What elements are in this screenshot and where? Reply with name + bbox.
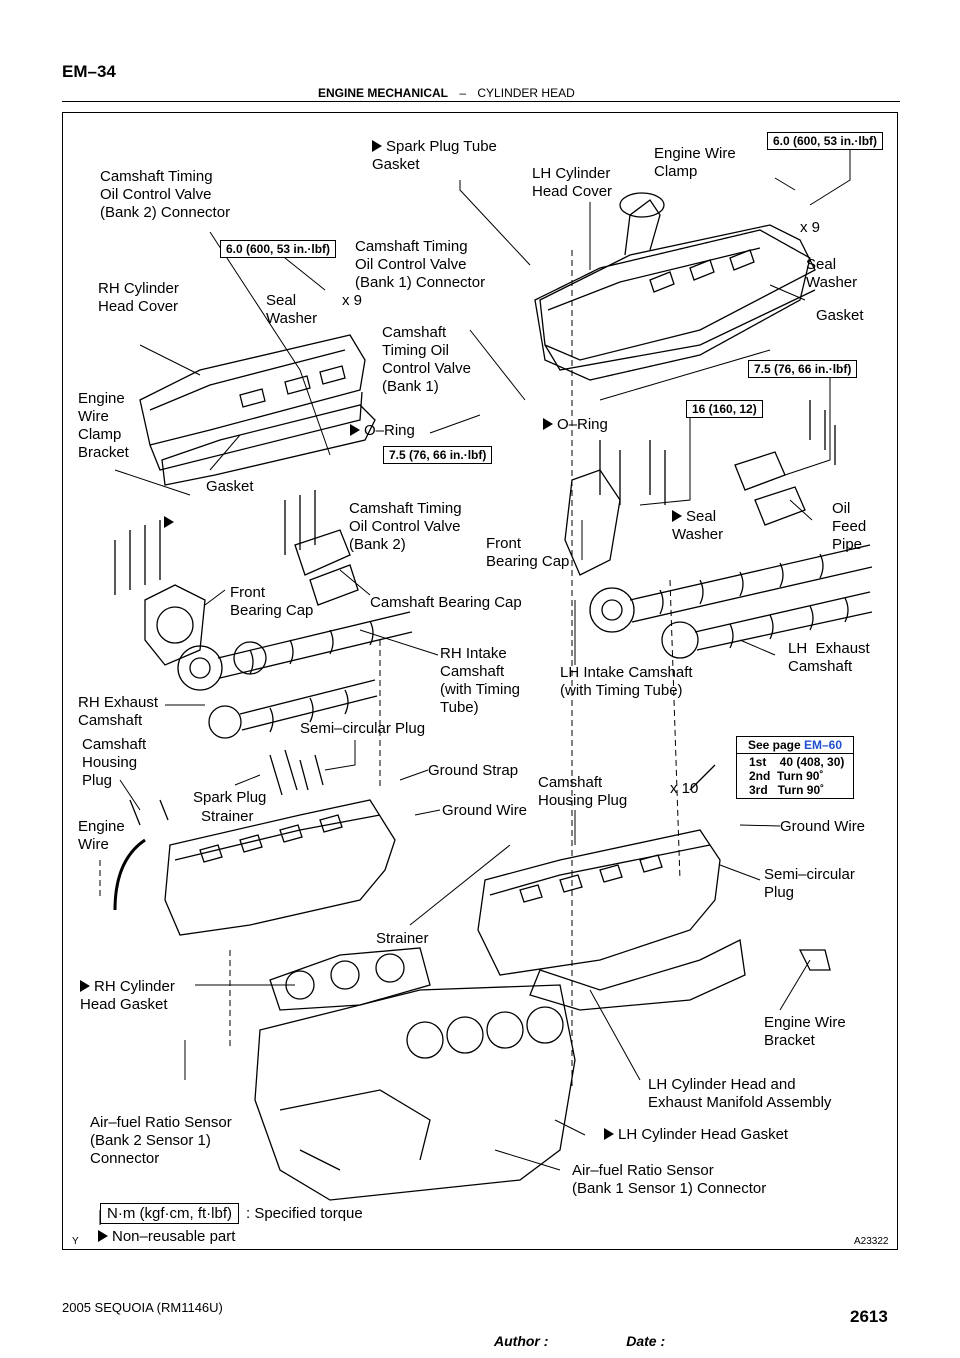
label-text: RH Cylinder Head Gasket <box>80 978 175 1013</box>
label-text: O–Ring <box>557 416 608 433</box>
label-semi-circular-plug-right: Semi–circular Plug <box>764 866 855 901</box>
label-cam-timing-bank2-connector: Camshaft Timing Oil Control Valve (Bank … <box>100 168 231 221</box>
label-x9-left: x 9 <box>342 292 363 309</box>
label-strainer-mid: Strainer <box>376 930 429 947</box>
non-reusable-marker-icon <box>372 140 382 152</box>
non-reusable-marker-icon <box>80 980 90 992</box>
label-semi-circular-plug-left: Semi–circular Plug <box>300 720 426 737</box>
label-cam-timing-bank2: Camshaft Timing Oil Control Valve (Bank … <box>349 500 462 553</box>
label-lh-intake-camshaft: LH Intake Camshaft (with Timing Tube) <box>560 664 693 699</box>
see-page-header: See page EM–60 <box>737 737 853 754</box>
non-reusable-marker-icon <box>672 510 682 522</box>
non-reusable-marker-icon <box>543 418 553 430</box>
label-spark-plug-tube-gasket: Spark Plug Tube Gasket <box>372 138 497 174</box>
label-rh-cylinder-head-cover: RH Cylinder Head Cover <box>98 280 179 315</box>
label-oil-feed-pipe: Oil Feed Pipe <box>832 500 867 553</box>
label-rh-cylinder-head-gasket: RH Cylinder Head Gasket <box>80 978 175 1014</box>
label-cam-timing-bank1-connector: Camshaft Timing Oil Control Valve (Bank … <box>355 238 486 291</box>
label-ground-strap: Ground Strap <box>428 762 519 779</box>
section-sub: CYLINDER HEAD <box>477 86 575 100</box>
torque-spec-engine-wire-clamp: 6.0 (600, 53 in.·lbf) <box>767 132 884 150</box>
non-reusable-marker-icon <box>350 424 360 436</box>
label-lh-cylinder-head-cover: LH Cylinder Head Cover <box>532 165 613 200</box>
label-oring-left: O–Ring <box>350 422 415 440</box>
label-lh-cylinder-head-gasket: LH Cylinder Head Gasket <box>604 1126 788 1144</box>
label-engine-wire-clamp-bracket: Engine Wire Clamp Bracket <box>78 390 129 461</box>
footer-author-date: Author : Date : <box>494 1333 666 1349</box>
label-text: O–Ring <box>364 422 415 439</box>
corner-mark: Y <box>72 1236 79 1247</box>
torque-spec-rh-cover: 6.0 (600, 53 in.·lbf) <box>220 240 337 258</box>
label-text: Spark Plug Tube Gasket <box>372 138 497 173</box>
label-cam-timing-bank1: Camshaft Timing Oil Control Valve (Bank … <box>382 324 471 395</box>
label-seal-washer-mid: Seal Washer <box>672 508 723 544</box>
diagram-frame <box>62 112 898 1250</box>
label-lh-exhaust-camshaft: LH Exhaust Camshaft <box>788 640 870 675</box>
figure-id: A23322 <box>854 1236 889 1247</box>
label-gasket-left: Gasket <box>206 478 254 495</box>
label-seal-washer-left: Seal Washer <box>266 292 318 327</box>
torque-unit-legend-text: : Specified torque <box>246 1205 363 1222</box>
see-page-prefix: See page <box>747 738 804 752</box>
label-camshaft-bearing-cap: Camshaft Bearing Cap <box>370 594 522 611</box>
label-front-bearing-cap-left: Front Bearing Cap <box>230 584 314 619</box>
non-reusable-marker-icon <box>164 514 178 532</box>
label-seal-washer-right: Seal Washer <box>806 256 858 291</box>
torque-spec-lh-oil-feed: 7.5 (76, 66 in.·lbf) <box>748 360 858 378</box>
label-rh-intake-camshaft: RH Intake Camshaft (with Timing Tube) <box>440 645 521 716</box>
torque-spec-bearing-cap: 16 (160, 12) <box>686 400 763 418</box>
label-front-bearing-cap-right: Front Bearing Cap <box>486 535 570 570</box>
label-text: Seal Washer <box>672 508 724 543</box>
label-oring-right: O–Ring <box>543 416 608 434</box>
label-x10: x 10 <box>670 780 699 797</box>
label-camshaft-housing-plug-mid: Camshaft Housing Plug <box>538 774 628 809</box>
label-spark-plug: Spark Plug <box>193 789 267 806</box>
section-main: ENGINE MECHANICAL <box>318 86 449 100</box>
label-ground-wire-mid: Ground Wire <box>442 802 528 819</box>
section-title: ENGINE MECHANICAL – CYLINDER HEAD <box>318 86 575 100</box>
label-text: Non–reusable part <box>112 1228 236 1245</box>
label-gasket-right: Gasket <box>816 307 864 324</box>
section-separator: – <box>459 86 467 100</box>
label-engine-wire: Engine Wire <box>78 818 125 853</box>
label-text: LH Cylinder Head Gasket <box>618 1126 789 1143</box>
header-rule <box>62 101 900 102</box>
label-engine-wire-bracket: Engine Wire Bracket <box>764 1014 846 1049</box>
label-lh-cylinder-head-exhaust: LH Cylinder Head and Exhaust Manifold As… <box>648 1076 832 1111</box>
label-ground-wire-right: Ground Wire <box>780 818 866 835</box>
non-reusable-marker-icon <box>604 1128 614 1140</box>
torque-spec-rh-valve: 7.5 (76, 66 in.·lbf) <box>383 446 493 464</box>
see-page-box: See page EM–60 1st 40 (408, 30) 2nd Turn… <box>736 736 854 799</box>
label-af-sensor-bank2: Air–fuel Ratio Sensor (Bank 2 Sensor 1) … <box>90 1114 232 1167</box>
non-reusable-marker-icon <box>98 1230 108 1242</box>
page-code: EM–34 <box>62 62 116 81</box>
non-reusable-legend: Non–reusable part <box>98 1228 235 1246</box>
label-x9-right: x 9 <box>800 219 821 236</box>
see-page-link[interactable]: EM–60 <box>804 738 843 752</box>
torque-unit-legend-box: N·m (kgf·cm, ft·lbf) <box>100 1203 239 1224</box>
tightening-steps: 1st 40 (408, 30) 2nd Turn 90˚ 3rd Turn 9… <box>749 755 845 797</box>
label-engine-wire-clamp: Engine Wire Clamp <box>654 145 736 180</box>
label-strainer-left: Strainer <box>201 808 254 825</box>
label-af-sensor-bank1: Air–fuel Ratio Sensor (Bank 1 Sensor 1) … <box>572 1162 767 1197</box>
footer-model: 2005 SEQUOIA (RM1146U) <box>62 1300 223 1315</box>
page-number: 2613 <box>850 1307 888 1326</box>
label-rh-exhaust-camshaft: RH Exhaust Camshaft <box>78 694 159 729</box>
label-camshaft-housing-plug-left: Camshaft Housing Plug <box>82 736 147 789</box>
